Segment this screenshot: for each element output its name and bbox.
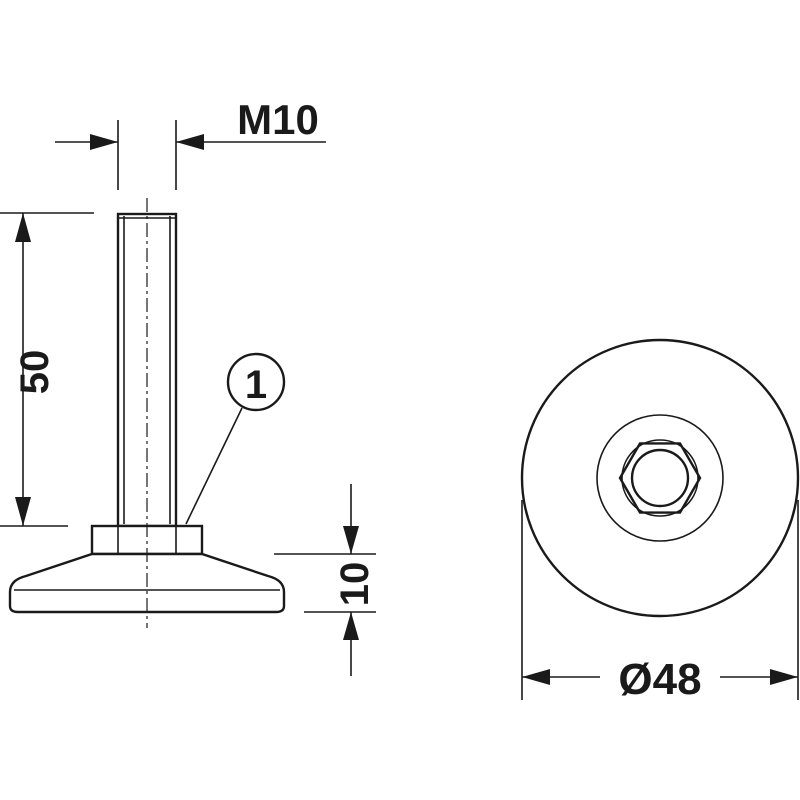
callout-1: 1 (185, 352, 286, 525)
height-dimension: 50 (0, 212, 94, 527)
base-outline-top (520, 338, 800, 618)
thread-dimension: M10 (55, 96, 326, 190)
base-height-dimension: 10 (274, 484, 377, 676)
height-dimension-label: 50 (13, 350, 57, 395)
nut-inner-circle (621, 439, 699, 517)
diameter-dimension-label: Ø48 (618, 655, 701, 704)
thread-hole-circle (630, 448, 690, 508)
side-view: M10 50 10 1 (0, 96, 377, 676)
thread-dimension-label: M10 (237, 96, 319, 143)
callout-number: 1 (245, 363, 267, 407)
diameter-dimension: Ø48 (521, 500, 799, 704)
nut-seat-circle (596, 414, 724, 542)
hex-nut-top (618, 442, 702, 514)
top-view: Ø48 (520, 338, 800, 704)
base-height-dimension-label: 10 (333, 562, 377, 607)
